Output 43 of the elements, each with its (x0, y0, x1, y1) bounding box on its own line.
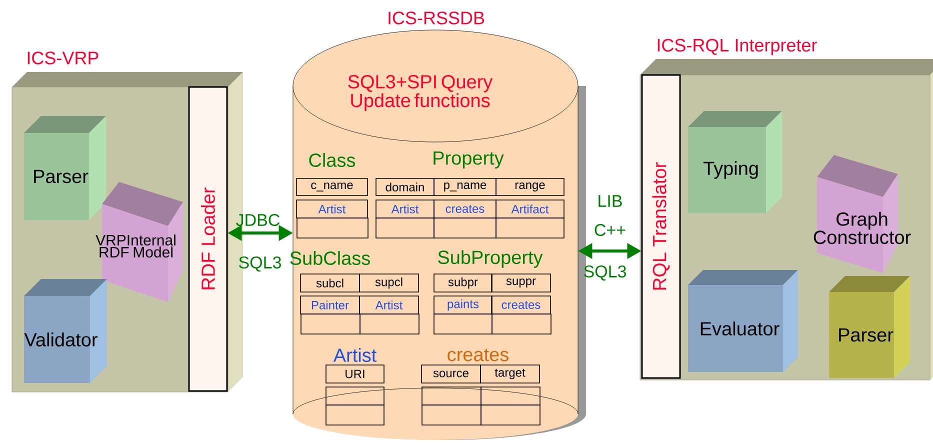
table-title: Property (434, 152, 504, 168)
module-cube: Evaluator (688, 270, 798, 372)
edge-label: C++ (594, 224, 626, 236)
table-cell: subpr (434, 274, 492, 292)
table-cell: Artifact (496, 200, 564, 218)
table-cell: URI (326, 364, 384, 384)
node-label: ICS-RSSDB (388, 12, 484, 24)
table-cell: creates (491, 296, 551, 314)
table-cell: paints (434, 296, 492, 314)
table-cell: subcl (300, 274, 360, 292)
table-cell: domain (376, 178, 434, 196)
protocol-label: SQL3 (584, 265, 626, 281)
module-cube: Validator (24, 279, 107, 383)
table-title: creates (448, 348, 508, 362)
table-title: SubClass (290, 251, 370, 265)
protocol-label: LIB (598, 195, 622, 207)
table-title: Class (309, 153, 356, 167)
table-cell: c_name (296, 178, 368, 196)
module-cube: Typing (688, 111, 782, 213)
table-title: Artist (333, 348, 376, 362)
module-cube: Parser (829, 276, 910, 378)
double-arrow (578, 243, 642, 259)
table-cell: Artist (376, 200, 434, 218)
edge-label: JDBC (236, 214, 280, 226)
table-cell: Artist (359, 296, 419, 314)
table-cell: target (480, 364, 540, 384)
table-cell: range (496, 178, 564, 196)
node-label: ICS-VRP (28, 52, 98, 64)
module-cube: Parser (24, 116, 106, 220)
table-title: SubProperty (438, 250, 543, 268)
table-cell: source (421, 364, 481, 384)
double-arrow (228, 225, 293, 241)
loader-bar: RQL Translator (641, 74, 681, 379)
table-cell: Painter (300, 296, 360, 314)
table-cell: creates (434, 200, 496, 218)
table-cell: suppr (491, 274, 551, 292)
table-cell: supcl (359, 274, 419, 292)
table-cell: p_name (434, 178, 496, 196)
node-label: ICS-RQL Interpreter (658, 38, 817, 56)
table-cell: Artist (296, 200, 368, 218)
protocol-label: SQL3 (239, 256, 281, 272)
loader-bar: RDF Loader (188, 86, 228, 392)
module-block: Graph Constructor (814, 155, 911, 273)
